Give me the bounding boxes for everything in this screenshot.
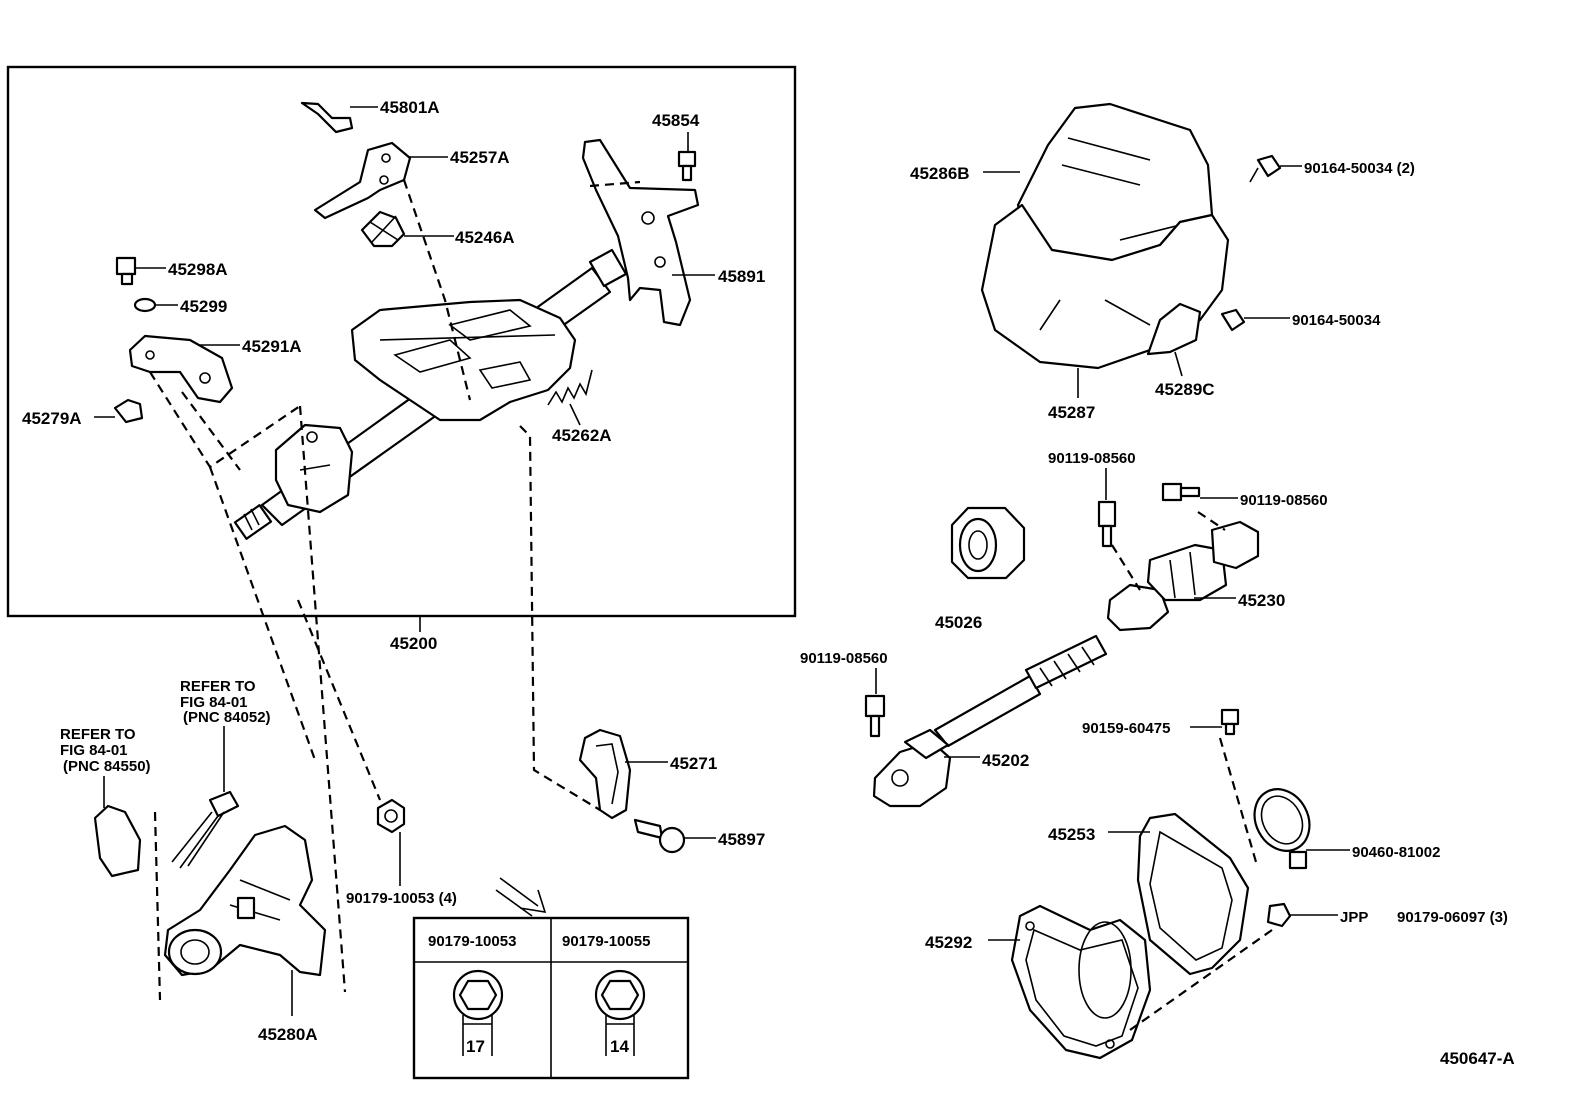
label-45230: 45230 [1238, 591, 1285, 610]
part-45280A-lock-housing[interactable] [163, 824, 327, 977]
label-45854: 45854 [652, 111, 700, 130]
refer-note-84550-line2: FIG 84-01 [60, 742, 128, 759]
table-pointer-arrow [495, 877, 547, 917]
label-90179-06097-3: 90179-06097 (3) [1397, 909, 1508, 926]
label-45291A: 45291A [242, 337, 302, 356]
refer-note-84052-line3: (PNC 84052) [183, 709, 271, 726]
part-45291A-lever[interactable] [128, 334, 234, 404]
assembly-group-box [6, 65, 797, 618]
label-90460-81002: 90460-81002 [1352, 844, 1440, 861]
ignition-switch-part[interactable] [93, 804, 142, 878]
label-45253: 45253 [1048, 825, 1095, 844]
label-45891: 45891 [718, 267, 765, 286]
refer-note-84052-line1: REFER TO [180, 678, 256, 695]
part-45891-bracket[interactable] [581, 138, 700, 327]
label-90119-08560-left: 90119-08560 [800, 650, 888, 667]
label-45026: 45026 [935, 613, 982, 632]
part-45279A-stopper[interactable] [113, 398, 144, 424]
label-90164-50034: 90164-50034 [1292, 312, 1381, 329]
label-45202: 45202 [982, 751, 1029, 770]
part-45292-plate[interactable] [1010, 904, 1152, 1060]
part-45262A-spring[interactable] [547, 369, 593, 406]
refer-note-pnc-84052: REFER TO FIG 84-01 (PNC 84052) [180, 678, 271, 726]
refer-note-84550-line1: REFER TO [60, 726, 136, 743]
label-45298A: 45298A [168, 260, 228, 279]
refer-note-84052-line2: FIG 84-01 [180, 694, 248, 711]
label-45262A: 45262A [552, 426, 612, 445]
label-90119-08560-top: 90119-08560 [1048, 450, 1136, 467]
part-45897-bolt[interactable] [633, 818, 686, 854]
label-jpp: JPP [1340, 909, 1368, 926]
label-45200: 45200 [390, 634, 437, 653]
nut-table-col2-part: 90179-10055 [562, 933, 650, 950]
label-45279A: 45279A [22, 409, 82, 428]
key-cylinder-part[interactable] [171, 790, 240, 869]
label-45246A: 45246A [455, 228, 515, 247]
part-45253-gasket[interactable] [1136, 812, 1250, 976]
nut-table-col2-nut-icon [594, 969, 646, 1056]
label-90159-60475: 90159-60475 [1082, 720, 1170, 737]
part-45299-washer[interactable] [133, 297, 157, 313]
column-lower-holder[interactable] [274, 423, 354, 514]
part-45801A-clip[interactable] [300, 101, 354, 134]
column-upper-bracket[interactable] [350, 298, 577, 422]
nut-table-col1-nut-icon [452, 969, 504, 1056]
part-90164-50034-screw-2[interactable] [1249, 154, 1282, 183]
part-90159-60475-bolt[interactable] [1220, 708, 1240, 736]
label-45292: 45292 [925, 933, 972, 952]
part-45202-intermediate-shaft[interactable] [872, 634, 1108, 808]
part-45298A-bolt[interactable] [115, 256, 137, 286]
nut-size-table: 90179-10053 90179-10055 17 14 [412, 916, 690, 1080]
part-45289C-cover[interactable] [1146, 302, 1202, 356]
label-45286B: 45286B [910, 164, 970, 183]
label-45897: 45897 [718, 830, 765, 849]
label-90119-08560-right: 90119-08560 [1240, 492, 1328, 509]
part-45026-boot[interactable] [950, 506, 1026, 580]
part-45854-bolt[interactable] [677, 150, 697, 182]
part-90119-08560-bolt-a[interactable] [1097, 500, 1117, 548]
part-90460-81002-clamp[interactable] [1244, 780, 1320, 870]
part-90119-08560-bolt-b[interactable] [1161, 482, 1201, 502]
nut-table-col2-size: 14 [610, 1037, 629, 1056]
drawing-id: 450647-A [1440, 1049, 1515, 1068]
part-45257A-bracket[interactable] [313, 141, 412, 220]
part-90179-06097-nut[interactable] [1266, 902, 1292, 928]
part-90164-50034-screw[interactable] [1220, 308, 1246, 332]
label-45257A: 45257A [450, 148, 510, 167]
label-45289C: 45289C [1155, 380, 1215, 399]
part-90179-10053-nut[interactable] [376, 798, 406, 834]
label-45271: 45271 [670, 754, 717, 773]
label-45280A: 45280A [258, 1025, 318, 1044]
label-90164-50034-2: 90164-50034 (2) [1304, 160, 1415, 177]
nut-table-col1-size: 17 [466, 1037, 485, 1056]
nut-table-col1-part: 90179-10053 [428, 933, 516, 950]
part-90119-08560-bolt-c[interactable] [864, 694, 886, 738]
label-45299: 45299 [180, 297, 227, 316]
refer-note-pnc-84550: REFER TO FIG 84-01 (PNC 84550) [60, 726, 151, 775]
part-45271-bracket[interactable] [578, 728, 632, 820]
refer-note-84550-line3: (PNC 84550) [63, 758, 151, 775]
label-45287: 45287 [1048, 403, 1095, 422]
part-45230-universal-joint[interactable] [1106, 520, 1260, 632]
label-90179-10053-4: 90179-10053 (4) [346, 890, 457, 907]
label-45801A: 45801A [380, 98, 440, 117]
